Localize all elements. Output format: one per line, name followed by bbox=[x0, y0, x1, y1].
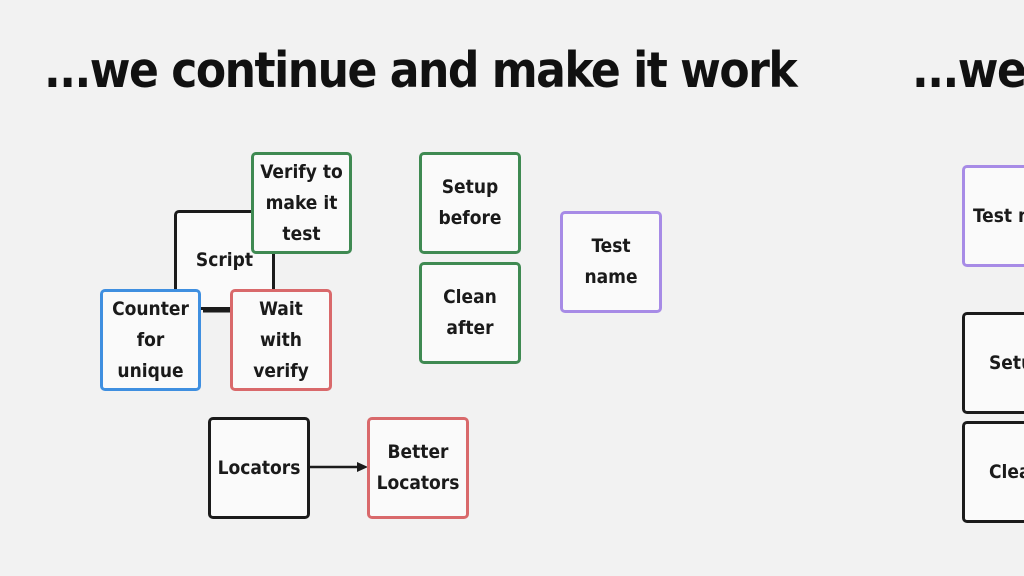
script-box-label: Script bbox=[195, 248, 254, 271]
next-setup-before-box: Setu befor bbox=[962, 312, 1024, 414]
locators-arrow-head bbox=[357, 462, 368, 472]
better-locators-box-label: Better Locators bbox=[376, 441, 460, 494]
setup-box-label: Setup before bbox=[438, 176, 502, 229]
next-test-name-label: Test na bbox=[973, 204, 1024, 227]
verify-to-make-it-test-box: Verify to make it test bbox=[251, 152, 352, 254]
verify-box-label: Verify to make it test bbox=[260, 160, 343, 245]
wait-with-verify-box: Wait with verify bbox=[230, 289, 332, 391]
clean-after-box: Clean after bbox=[419, 262, 521, 364]
slide-title: ...we continue and make it work bbox=[44, 42, 798, 99]
next-clean-label: Clean afte bbox=[989, 460, 1024, 483]
counter-box-label: Counter for unique bbox=[112, 297, 189, 382]
locators-box-label: Locators bbox=[217, 456, 301, 479]
next-slide-title: ...we c bbox=[912, 42, 1024, 99]
locators-box: Locators bbox=[208, 417, 310, 519]
counter-for-unique-box: Counter for unique bbox=[100, 289, 201, 391]
next-test-name-box: Test na bbox=[962, 165, 1024, 267]
clean-box-label: Clean after bbox=[443, 286, 497, 339]
next-clean-after-box: Clean afte bbox=[962, 421, 1024, 523]
wait-box-label: Wait with verify bbox=[253, 297, 309, 382]
next-setup-label: Setu befor bbox=[989, 351, 1024, 374]
better-locators-box: Better Locators bbox=[367, 417, 469, 519]
setup-before-box: Setup before bbox=[419, 152, 521, 254]
test-name-box-label: Test name bbox=[584, 235, 638, 288]
test-name-box: Test name bbox=[560, 211, 662, 313]
